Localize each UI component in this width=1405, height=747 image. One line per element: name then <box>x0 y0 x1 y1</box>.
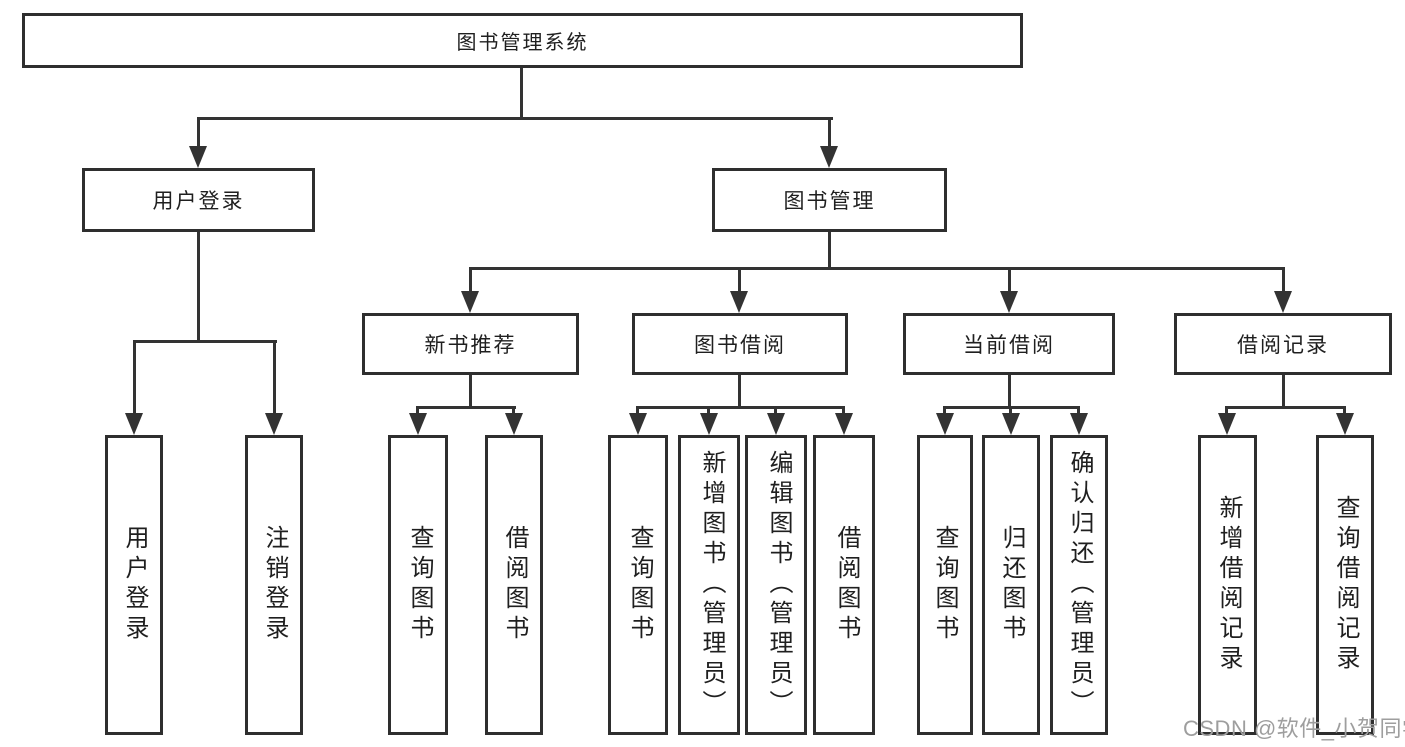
connector-line <box>828 117 831 149</box>
connector-line <box>416 406 419 416</box>
connector-line <box>842 406 845 416</box>
connector-line <box>636 406 639 416</box>
leaf-add-books-admin: 新增图书（管理员） <box>678 435 740 735</box>
leaf-borrow-books-recommend: 借阅图书 <box>485 435 543 735</box>
watermark-text: CSDN @软件_小贺同学 <box>1183 716 1405 741</box>
connector-line <box>197 231 200 342</box>
connector-line <box>469 374 472 408</box>
connector-line <box>828 231 831 269</box>
leaf-return-books: 归还图书 <box>982 435 1040 735</box>
arrowhead-down <box>730 291 748 313</box>
leaf-borrow-books-borrowing: 借阅图书 <box>813 435 875 735</box>
leaf-add-borrow-record: 新增借阅记录 <box>1198 435 1257 735</box>
arrowhead-down <box>1218 413 1236 435</box>
leaf-query-borrow-record: 查询借阅记录 <box>1316 435 1374 735</box>
connector-line <box>943 406 946 416</box>
arrowhead-down <box>820 146 838 168</box>
connector-line <box>520 68 523 119</box>
node-new-book-recommendation: 新书推荐 <box>362 313 579 375</box>
node-current-borrowing: 当前借阅 <box>903 313 1115 375</box>
leaf-query-books-recommend: 查询图书 <box>388 435 448 735</box>
arrowhead-down <box>265 413 283 435</box>
connector-line <box>197 117 833 120</box>
connector-line <box>1077 406 1080 416</box>
connector-line <box>738 374 741 408</box>
connector-line <box>469 267 1285 270</box>
arrowhead-down <box>189 146 207 168</box>
arrowhead-down <box>125 413 143 435</box>
node-user-login: 用户登录 <box>82 168 315 232</box>
connector-line <box>738 267 741 295</box>
connector-line <box>1282 374 1285 408</box>
connector-line <box>512 406 515 416</box>
leaf-query-books-current: 查询图书 <box>917 435 973 735</box>
connector-line <box>1225 406 1228 416</box>
connector-line <box>1008 267 1011 295</box>
connector-line <box>1226 406 1346 409</box>
connector-line <box>469 267 472 295</box>
arrowhead-down <box>1002 413 1020 435</box>
connector-line <box>1008 374 1011 408</box>
connector-line <box>133 340 136 416</box>
arrowhead-down <box>1070 413 1088 435</box>
connector-line <box>197 117 200 149</box>
arrowhead-down <box>1274 291 1292 313</box>
connector-line <box>1343 406 1346 416</box>
arrowhead-down <box>1000 291 1018 313</box>
arrowhead-down <box>1336 413 1354 435</box>
arrowhead-down <box>629 413 647 435</box>
node-book-management: 图书管理 <box>712 168 947 232</box>
arrowhead-down <box>409 413 427 435</box>
arrowhead-down <box>505 413 523 435</box>
arrowhead-down <box>700 413 718 435</box>
connector-line <box>707 406 710 416</box>
connector-line <box>774 406 777 416</box>
leaf-logout: 注销登录 <box>245 435 303 735</box>
arrowhead-down <box>936 413 954 435</box>
connector-line <box>944 406 1080 409</box>
node-library-management-system: 图书管理系统 <box>22 13 1023 68</box>
leaf-user-login: 用户登录 <box>105 435 163 735</box>
leaf-confirm-return-admin: 确认归还（管理员） <box>1050 435 1108 735</box>
arrowhead-down <box>767 413 785 435</box>
node-borrowing-records: 借阅记录 <box>1174 313 1392 375</box>
connector-line <box>417 406 516 409</box>
connector-line <box>133 340 277 343</box>
connector-line <box>1009 406 1012 416</box>
connector-line <box>273 340 276 416</box>
node-book-borrowing: 图书借阅 <box>632 313 848 375</box>
connector-line <box>637 406 845 409</box>
leaf-edit-books-admin: 编辑图书（管理员） <box>745 435 807 735</box>
connector-line <box>1282 267 1285 295</box>
leaf-query-books-borrowing: 查询图书 <box>608 435 668 735</box>
arrowhead-down <box>461 291 479 313</box>
arrowhead-down <box>835 413 853 435</box>
